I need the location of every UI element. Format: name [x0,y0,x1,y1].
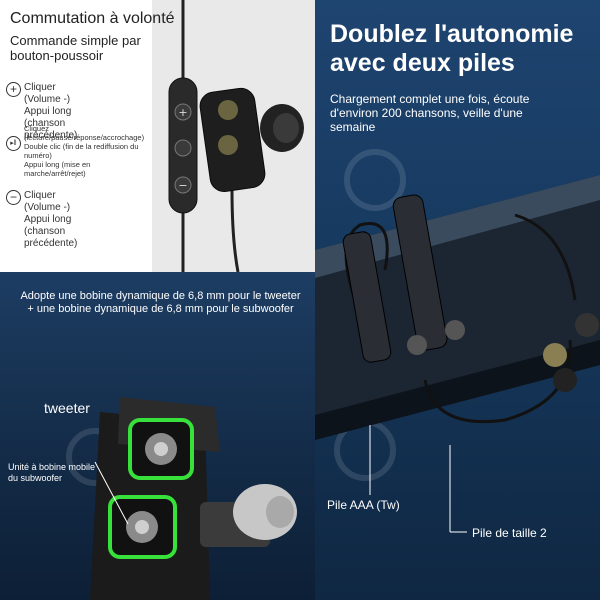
plus-line-1: Cliquer (Volume -) [24,82,71,105]
driver-headline: Adopte une bobine dynamique de 6,8 mm po… [20,290,301,315]
label-tweeter: tweeter [44,400,90,416]
battery-panel: Doublez l'autonomie avec deux piles Char… [315,0,600,600]
battery-description: Chargement complet une fois, écoute d'en… [330,92,530,134]
middle-line-1: Cliquez [24,124,50,133]
middle-line-6: marche/arrêt/rejet) [24,169,86,178]
svg-text:−: − [178,179,187,192]
play-pause-icon: ▸‖ [6,136,21,151]
remote-earbud-illustration: + − [168,0,304,272]
battery-headline: Doublez l'autonomie avec deux piles [330,20,574,77]
driver-panel: Adopte une bobine dynamique de 6,8 mm po… [0,272,315,600]
label-aaa-battery: Pile AAA (Tw) [327,498,400,512]
plus-line-2: Appui long (chanson [24,106,72,129]
middle-line-4: numéro) [24,151,52,160]
svg-text:+: + [178,106,187,119]
plus-line-3: précédente) [24,130,78,141]
minus-line-3: précédente) [24,238,78,249]
controls-panel: Commutation à volonté Commande simple pa… [0,0,315,272]
minus-line-1: Cliquer (Volume -) [24,190,71,213]
driver-cutaway-illustration [66,397,297,600]
controls-title: Commutation à volonté [10,10,175,27]
plus-icon: + [6,82,21,97]
label-subwoofer-unit: Unité à bobine mobile du subwoofer [8,462,96,483]
middle-line-3: Double clic (fin de la rediffusion du [24,142,139,151]
battery-illustration [315,149,600,533]
controls-subtitle: Commande simple par bouton-poussoir [10,33,141,63]
label-size2-battery: Pile de taille 2 [472,526,547,540]
minus-icon: − [6,190,21,205]
minus-line-2: Appui long (chanson [24,214,72,237]
middle-line-2: (lecture/pause/réponse/accrochage) [24,133,145,142]
middle-line-5: Appui long (mise en [24,160,91,169]
